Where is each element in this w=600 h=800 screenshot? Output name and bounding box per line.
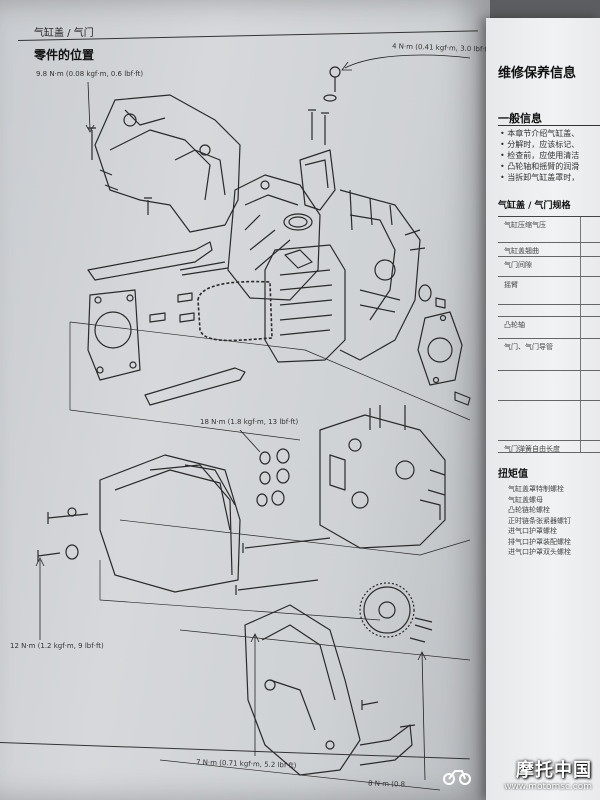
list-item: 气缸盖罩特制螺栓 [508, 485, 564, 493]
torque-label-bottom-right: 8 N·m (0.8 [367, 779, 406, 789]
list-item: 气缸盖螺母 [508, 495, 543, 504]
table-row: 凸轮轴 [498, 317, 600, 339]
table-row: 气缸盖翘曲 [498, 243, 600, 257]
torque-label-left: 12 N·m (1.2 kgf·m, 9 lbf·ft) [10, 642, 104, 650]
table-row: 气门间隙 [498, 257, 600, 277]
fan-housing [227, 174, 321, 301]
exploded-view-diagram [35, 54, 471, 791]
table-row [498, 371, 600, 401]
cylinder-gasket [87, 289, 141, 381]
chain-guide-left [87, 241, 213, 281]
cylinder-head [319, 405, 446, 549]
table-row [498, 305, 600, 317]
spec-table: 气缸压缩气压 气缸盖翘曲 气门间隙 摇臂 凸轮轴 气门、气门导管 气门弹簧自由长… [498, 216, 600, 453]
list-item: 排气口护罩装配螺栓 [508, 537, 571, 546]
cylinder-head-cover [99, 454, 241, 593]
general-info-heading: 一般信息 [498, 112, 542, 125]
crankcase [339, 189, 426, 361]
table-row: 摇臂 [498, 277, 600, 305]
table-row [498, 401, 600, 441]
list-item: 凸轮链轮螺栓 [508, 506, 550, 514]
torque-label-middle: 18 N·m (1.8 kgf·m, 13 lbf·ft) [200, 418, 299, 426]
table-row: 气门、气门导管 [498, 339, 600, 371]
torque-heading: 扭矩值 [498, 469, 528, 480]
tensioner-assembly [283, 66, 341, 231]
component-location-title: 零件的位置 [34, 48, 95, 62]
watermark-title: 摩托中国 [516, 760, 592, 781]
watermark-url: www.motomsc.com [504, 782, 592, 792]
general-info-rule [498, 125, 600, 126]
chain-guide-lower [144, 367, 246, 406]
torque-label-top-left: 9.8 N·m (0.08 kgf·m, 0.6 lbf·ft) [36, 70, 144, 78]
service-info-title: 维修保养信息 [498, 66, 577, 81]
right-page: 维修保养信息 一般信息 • 本章节介绍气缸盖、 • 分解时，应该标记、 • 检查… [486, 18, 600, 800]
list-item: 进气口护罩双头螺栓 [508, 548, 571, 556]
timing-chain [197, 280, 273, 342]
cover-upper [94, 94, 241, 233]
watermark: 摩托中国 www.motomsc.com [504, 756, 592, 792]
list-item: • 检查前，应使用清洁 [500, 151, 580, 160]
cylinder-block [264, 244, 346, 363]
list-item: • 当拆卸气缸盖罩时， [500, 173, 580, 182]
table-row: 气缸压缩气压 [498, 217, 600, 243]
spec-heading: 气缸盖 / 气门规格 [498, 201, 571, 211]
exhaust-gasket [417, 311, 463, 386]
table-row: 气门弹簧自由长度 [498, 441, 600, 453]
list-item: 进气口护罩螺栓 [508, 527, 557, 535]
general-info-bullets: • 本章节介绍气缸盖、 • 分解时，应该标记、 • 检查前，应使用清洁 • 凸轮… [500, 128, 579, 183]
motorcycle-logo-icon [443, 770, 471, 785]
list-item: • 本章节介绍气缸盖、 [500, 129, 580, 138]
list-item: 正时链条张紧器螺钉 [508, 516, 571, 525]
section-header: 气缸盖 / 气门 [34, 28, 94, 39]
list-item: • 凸轮轴和摇臂的润滑 [500, 162, 580, 171]
torque-list: 气缸盖罩特制螺栓 气缸盖螺母 凸轮链轮螺栓 正时链条张紧器螺钉 进气口护罩螺栓 … [508, 484, 571, 558]
list-item: • 分解时，应该标记、 [500, 140, 580, 149]
cam-sprocket [359, 582, 415, 638]
lower-cover [244, 604, 413, 776]
left-page: 气缸盖 / 气门 零件的位置 [0, 0, 493, 800]
